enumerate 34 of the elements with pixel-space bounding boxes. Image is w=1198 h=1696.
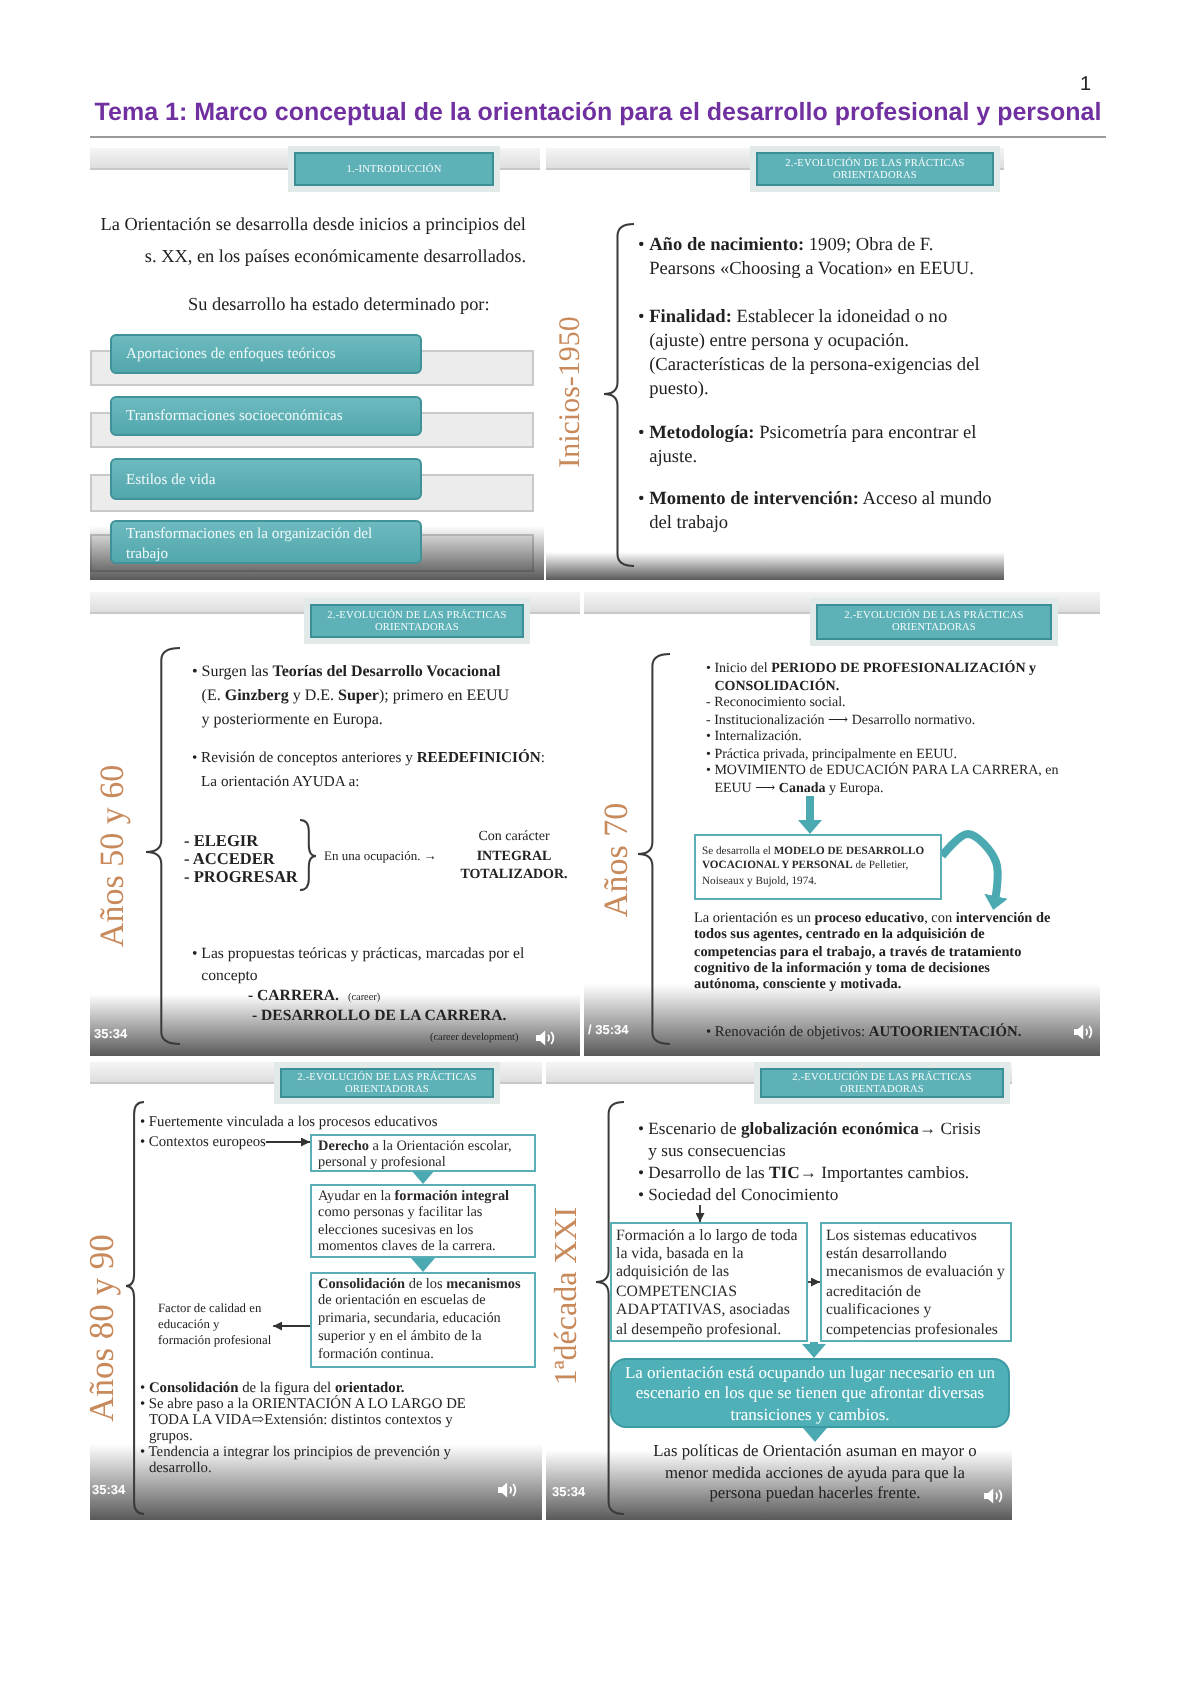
arrow bbox=[265, 1137, 311, 1147]
era-label: Años 70 bbox=[599, 802, 633, 918]
page-title: Tema 1: Marco conceptual de la orientación para el desarrollo profesional y personal bbox=[92, 96, 1104, 130]
slide-panel bbox=[546, 1060, 1012, 1520]
arrow bbox=[272, 1321, 311, 1331]
curved-arrow bbox=[938, 830, 1008, 910]
bullet-text: • Desarrollo de las TIC→ Importantes cambios. bbox=[638, 1162, 972, 1183]
intro-text: Su desarrollo ha estado determinado por: bbox=[188, 292, 492, 316]
block-arrow bbox=[798, 796, 822, 834]
intro-text: La Orientación se desarrolla desde inicios a principios del s. XX, en los países económicamente desarrollados. bbox=[98, 212, 526, 270]
era-label: Años 50 y 60 bbox=[95, 764, 129, 948]
list-item-text: - ELEGIR bbox=[184, 831, 259, 849]
bullet-text: • Finalidad: Establecer la idoneidad o no (ajuste) entre persona y ocupación. (Características de la persona-exigencias del puesto). bbox=[638, 306, 982, 402]
arrow bbox=[807, 1277, 821, 1287]
era-label: 1ªdécada XXI bbox=[552, 1206, 584, 1386]
era-label: Inicios-1950 bbox=[557, 316, 587, 468]
bullet-text: • Surgen las Teorías del Desarrollo Vocacional (E. Ginzberg y D.E. Super); primero en EEUU y posteriormente en Europa. bbox=[192, 660, 512, 732]
block-arrow bbox=[411, 1258, 435, 1272]
block-arrow bbox=[803, 1428, 827, 1442]
block-arrow bbox=[411, 1170, 435, 1184]
bullet-text: • Metodología: Psicometría para encontrar el ajuste. bbox=[638, 422, 979, 470]
list-item-text: - PROGRESAR bbox=[184, 867, 298, 885]
bullet-text: • Momento de intervención: Acceso al mundo del trabajo bbox=[638, 488, 994, 536]
page-number: 1 bbox=[1080, 74, 1092, 96]
list-item-text: - ACCEDER bbox=[184, 849, 275, 867]
paragraph-text: Las políticas de Orientación asuman en mayor o menor medida acciones de ayuda para que la persona puedan hacerles frente. bbox=[650, 1442, 980, 1505]
bullet-text: • Escenario de globalización económica→ Crisis y sus consecuencias bbox=[638, 1118, 983, 1160]
highlight-box: La orientación está ocupando un lugar necesario en un escenario en los que se tienen que afrontar diversas transiciones y cambios. bbox=[610, 1358, 1010, 1428]
slide-panel bbox=[90, 1060, 542, 1520]
bullet-text: • Sociedad del Conocimiento bbox=[638, 1184, 839, 1205]
block-arrow bbox=[802, 1342, 826, 1358]
bullet-text: • Año de nacimiento: 1909; Obra de F. Pearsons «Choosing a Vocation» en EEUU. bbox=[638, 234, 976, 282]
era-label: Años 80 y 90 bbox=[84, 1234, 120, 1422]
arrow bbox=[695, 1204, 705, 1223]
